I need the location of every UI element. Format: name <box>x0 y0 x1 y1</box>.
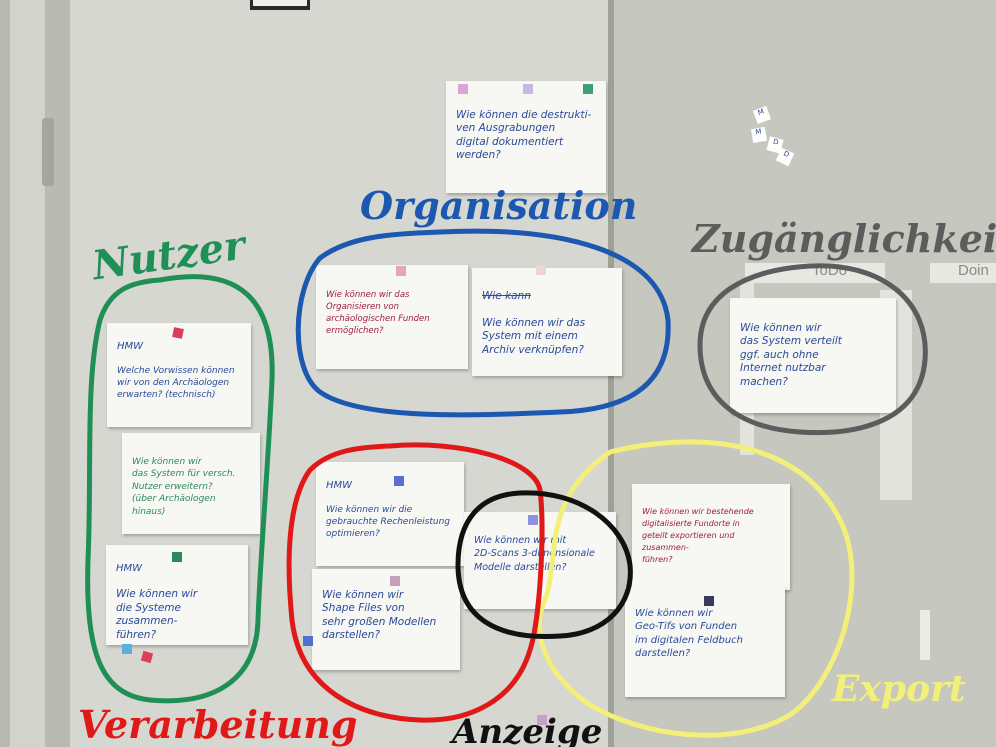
hmw-tag: HMW <box>117 341 144 352</box>
note-top-destructive-excavation: Wie können die destrukti- ven Ausgrabung… <box>446 81 606 193</box>
label-verarbeitung: Verarbeitung <box>78 702 358 747</box>
note-text: Wie können wir das System für versch. Nu… <box>132 456 236 517</box>
magnet <box>122 644 132 654</box>
magnet <box>396 266 406 276</box>
magnet <box>394 476 404 486</box>
label-organisation: Organisation <box>360 183 638 228</box>
export-loop <box>536 439 855 738</box>
note-text: Welche Vorwissen können wir von den Arch… <box>117 366 235 400</box>
note-text: Wie können wir Shape Files von sehr groß… <box>322 588 437 642</box>
magnet <box>528 515 538 525</box>
organisation-loop <box>295 228 671 418</box>
doing-tag: Doin <box>958 262 989 279</box>
magnet <box>172 552 182 562</box>
note-export-merge-sites: Wie können wir bestehende digitalisierte… <box>632 484 790 590</box>
magnet <box>704 596 714 606</box>
hmw-tag: HMW <box>116 562 143 574</box>
zugaenglichkeit-loop <box>697 263 928 436</box>
hmw-tag: HMW <box>326 480 353 491</box>
note-zug-offline: Wie können wir das System verteilt ggf. … <box>730 298 896 413</box>
note-text: Wie können wir die Systeme zusammen- füh… <box>116 588 198 641</box>
note-text: Wie können wir das Organisieren von arch… <box>326 290 430 336</box>
magnet <box>458 84 468 94</box>
magnet <box>390 576 400 586</box>
note-text: Wie können wir das System verteilt ggf. … <box>740 321 842 388</box>
note-text: Wie können die destrukti- ven Ausgrabung… <box>456 108 592 162</box>
nutzer-loop <box>85 274 275 704</box>
note-text: Wie können wir die gebrauchte Rechenleis… <box>326 505 451 539</box>
note-text: Wie können wir das System mit einem Arch… <box>482 316 586 356</box>
note-text: Wie können wir Geo-Tifs von Funden im di… <box>635 607 743 660</box>
magnet <box>536 265 546 275</box>
label-zugaenglichkeit: Zugänglichkeit <box>692 216 996 261</box>
label-export: Export <box>832 668 966 710</box>
label-anzeige: Anzeige <box>452 712 603 747</box>
note-text: Wie können wir bestehende digitalisierte… <box>642 507 754 564</box>
note-org-archive-link: Wie kann Wie können wir das System mit e… <box>472 268 622 376</box>
note-verarb-shape-files: Wie können wir Shape Files von sehr groß… <box>312 569 460 670</box>
crossed-out-text: Wie kann <box>482 289 531 302</box>
anzeige-loop <box>455 490 633 639</box>
verarbeitung-loop <box>286 442 545 723</box>
magnet <box>303 636 313 646</box>
note-nutzer-prior-knowledge: HMW Welche Vorwissen können wir von den … <box>107 323 251 427</box>
note-nutzer-extend-users: Wie können wir das System für versch. Nu… <box>122 433 260 534</box>
magnet <box>537 715 547 725</box>
note-verarb-compute: HMW Wie können wir die gebrauchte Rechen… <box>316 462 464 566</box>
magnet <box>523 84 533 94</box>
note-org-organize-finds: Wie können wir das Organisieren von arch… <box>316 265 468 369</box>
magnet <box>583 84 593 94</box>
